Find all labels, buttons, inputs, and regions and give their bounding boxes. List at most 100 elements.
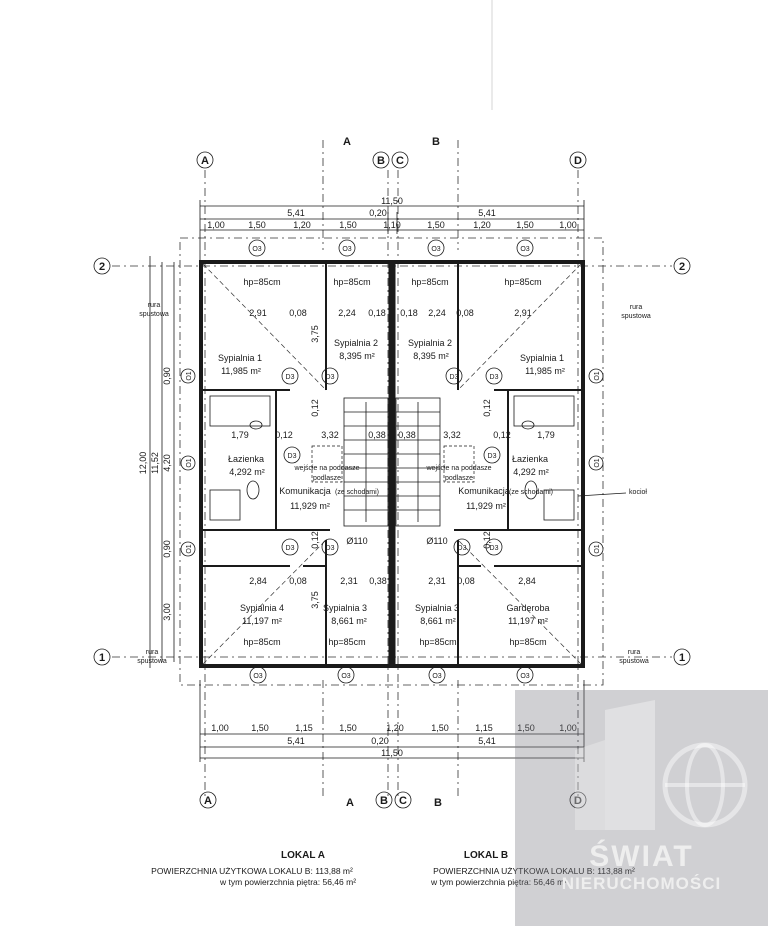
bathroom-fixtures-left — [209, 395, 271, 521]
inner-dim: 2,91 — [514, 308, 532, 318]
svg-text:rura: rura — [146, 649, 159, 656]
bathroom-fixtures-right — [513, 395, 575, 521]
svg-text:11,985 m²: 11,985 m² — [525, 366, 565, 376]
svg-text:D3: D3 — [458, 545, 467, 552]
room-height-label: hp=85cm — [243, 277, 280, 287]
svg-text:1,20: 1,20 — [386, 723, 404, 733]
downpipe-label-bottom-right: rura spustowa — [619, 649, 649, 665]
svg-text:spustowa: spustowa — [619, 658, 649, 665]
svg-text:Sypialnia 3: Sypialnia 3 — [323, 603, 367, 613]
svg-text:Sypialnia 1: Sypialnia 1 — [520, 353, 564, 363]
svg-text:podlasze: podlasze — [313, 475, 341, 482]
room-lazienka-left: Łazienka 4,292 m² — [228, 454, 265, 477]
svg-text:wejście na poddasze: wejście na poddasze — [294, 465, 360, 472]
svg-text:0,20: 0,20 — [369, 208, 387, 218]
svg-text:spustowa: spustowa — [139, 311, 169, 318]
svg-text:0,20: 0,20 — [371, 736, 389, 746]
inner-dim: 0,08 — [289, 308, 307, 318]
svg-text:hp=85cm: hp=85cm — [243, 637, 280, 647]
inner-dim: 0,12 — [310, 531, 320, 549]
svg-text:Komunikacja: Komunikacja — [458, 486, 510, 496]
svg-text:O3: O3 — [431, 246, 440, 253]
svg-text:1,15: 1,15 — [295, 723, 313, 733]
svg-text:11,985 m²: 11,985 m² — [221, 366, 261, 376]
inner-dim: 0,38 — [368, 430, 386, 440]
svg-text:podlasze: podlasze — [445, 475, 473, 482]
svg-text:1,20: 1,20 — [293, 220, 311, 230]
inner-dim: 3,75 — [310, 325, 320, 343]
inner-dim: 0,12 — [482, 399, 492, 417]
svg-text:8,395 m²: 8,395 m² — [339, 351, 375, 361]
svg-text:8,395 m²: 8,395 m² — [413, 351, 449, 361]
axis-marker-d-bottom: D — [569, 791, 587, 809]
axis-marker-c-top: C — [391, 151, 409, 169]
svg-text:11,52: 11,52 — [150, 452, 160, 474]
svg-text:O1: O1 — [186, 371, 193, 380]
svg-text:5,41: 5,41 — [478, 208, 496, 218]
inner-dim: 1,79 — [537, 430, 555, 440]
downpipe-label-top-right: rura spustowa — [621, 304, 651, 320]
svg-text:11,50: 11,50 — [381, 196, 403, 206]
svg-text:LOKAL B: LOKAL B — [464, 850, 508, 861]
svg-text:O3: O3 — [432, 673, 441, 680]
svg-text:O1: O1 — [594, 458, 601, 467]
roof-lines — [202, 263, 582, 665]
inner-dim: 0,12 — [275, 430, 293, 440]
inner-dim: 0,12 — [310, 399, 320, 417]
window-o3-markers: O3 O3 O3 O3 O3 O3 O3 O3 — [248, 239, 534, 684]
inner-dim: 2,24 — [428, 308, 446, 318]
inner-dim: 0,38 — [369, 576, 387, 586]
svg-text:1,00: 1,00 — [559, 723, 577, 733]
svg-text:Sypialnia 3: Sypialnia 3 — [415, 603, 459, 613]
inner-dim: 0,18 — [368, 308, 386, 318]
svg-text:Sypialnia 4: Sypialnia 4 — [240, 603, 284, 613]
svg-text:Garderoba: Garderoba — [506, 603, 549, 613]
room-lazienka-right: Łazienka 4,292 m² — [512, 454, 549, 477]
svg-text:D3: D3 — [286, 545, 295, 552]
window-o1-markers: O1 O1 O1 O1 O1 O1 — [180, 368, 604, 557]
svg-text:O3: O3 — [342, 246, 351, 253]
svg-text:1: 1 — [99, 652, 105, 664]
svg-text:D3: D3 — [490, 374, 499, 381]
section-label-b-bottom: B — [434, 797, 442, 809]
svg-text:11,197 m²: 11,197 m² — [242, 616, 282, 626]
svg-text:O1: O1 — [594, 544, 601, 553]
inner-dim: 2,84 — [249, 576, 267, 586]
inner-dim: 0,12 — [482, 531, 492, 549]
svg-text:A: A — [204, 795, 212, 807]
watermark: ŚWIAT NIERUCHOMOŚCI — [515, 690, 768, 926]
inner-dim: 0,18 — [400, 308, 418, 318]
svg-text:1,00: 1,00 — [559, 220, 577, 230]
svg-text:5,41: 5,41 — [287, 736, 305, 746]
room-height-label: hp=85cm — [504, 277, 541, 287]
axis-marker-2-right: 2 — [673, 257, 691, 275]
door-d3-markers: D3 D3 D3 D3 D3 D3 D3 D3 D3 D3 — [281, 367, 503, 556]
svg-text:hp=85cm: hp=85cm — [509, 637, 546, 647]
room-sypialnia-1-right: Sypialnia 1 11,985 m² — [520, 353, 565, 376]
inner-dim: 2,84 — [518, 576, 536, 586]
svg-text:11,929 m²: 11,929 m² — [466, 501, 506, 511]
section-label-a-top: A — [343, 136, 351, 148]
svg-text:3,00: 3,00 — [162, 603, 172, 621]
svg-text:spustowa: spustowa — [621, 313, 651, 320]
svg-text:1,10: 1,10 — [383, 220, 401, 230]
downpipe-label-top-left: rura spustowa — [139, 302, 169, 318]
svg-text:hp=85cm: hp=85cm — [328, 637, 365, 647]
section-label-a-bottom: A — [346, 797, 354, 809]
inner-dim: 2,24 — [338, 308, 356, 318]
axis-marker-1-right: 1 — [673, 648, 691, 666]
axis-marker-2-left: 2 — [93, 257, 111, 275]
svg-text:1,50: 1,50 — [339, 723, 357, 733]
room-sypialnia-1-left: Sypialnia 1 11,985 m² — [218, 353, 262, 376]
inner-dim: 3,32 — [443, 430, 461, 440]
attic-access-right: wejście na poddasze podlasze — [426, 445, 492, 483]
room-sypialnia-2-left: Sypialnia 2 8,395 m² — [334, 338, 378, 361]
svg-text:Sypialnia 1: Sypialnia 1 — [218, 353, 262, 363]
watermark-line-2: NIERUCHOMOŚCI — [561, 874, 722, 893]
svg-text:C: C — [399, 795, 407, 807]
svg-text:5,41: 5,41 — [287, 208, 305, 218]
svg-text:B: B — [380, 795, 388, 807]
room-komunikacja-left: Komunikacja (ze schodami) 11,929 m² — [279, 486, 379, 511]
inner-dim: 2,91 — [249, 308, 267, 318]
svg-text:D3: D3 — [286, 374, 295, 381]
